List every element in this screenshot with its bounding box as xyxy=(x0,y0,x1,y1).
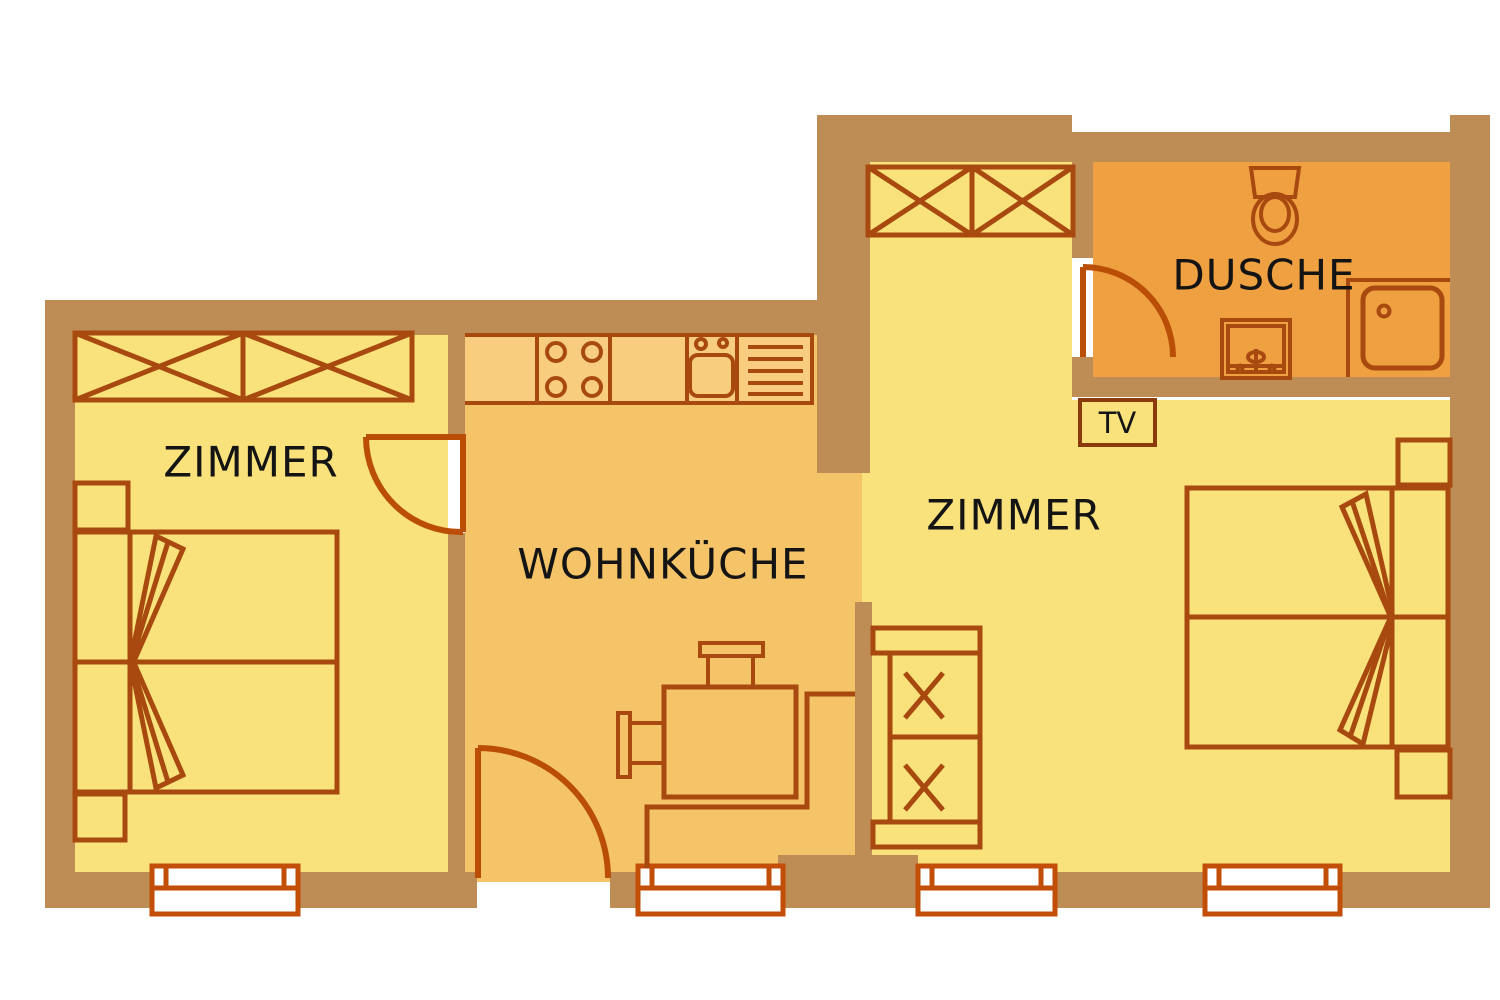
door-entrance xyxy=(475,745,611,879)
wall-divider-low xyxy=(855,602,872,872)
label-zimmer-right: ZIMMER xyxy=(926,490,1102,540)
nightstand xyxy=(1395,437,1453,488)
label-dusche: DUSCHE xyxy=(1172,250,1356,300)
floor-zimmer-left xyxy=(75,333,448,872)
stove xyxy=(545,341,603,398)
chair-left xyxy=(616,711,664,779)
wall-dusche-bottom xyxy=(1072,377,1450,397)
label-wohnkueche: WOHNKÜCHE xyxy=(517,539,809,589)
wall-right-outer xyxy=(1450,115,1490,908)
wall-left-outer xyxy=(45,300,75,908)
bed-right xyxy=(1184,485,1451,750)
window xyxy=(149,863,301,917)
window xyxy=(1202,863,1343,917)
window xyxy=(915,863,1058,917)
drainer xyxy=(748,345,803,396)
wall-top-left-section xyxy=(45,300,817,335)
door-dusche xyxy=(1080,264,1176,358)
shower-tray xyxy=(1220,318,1292,380)
door-zimmer-left xyxy=(363,434,466,536)
wall-zimmer-kitchen-lower xyxy=(448,533,465,872)
bed-left xyxy=(72,529,340,795)
wardrobe-corridor xyxy=(865,164,1076,238)
nightstand xyxy=(72,791,128,843)
kitchen-counter xyxy=(465,333,814,405)
sideboard xyxy=(870,625,983,850)
chair-top xyxy=(698,641,765,687)
toilet xyxy=(1248,166,1302,246)
wall-dusche-top xyxy=(1072,132,1450,162)
nightstand xyxy=(72,480,131,533)
washbasin-counter xyxy=(1346,278,1450,377)
dining-table xyxy=(661,684,799,800)
floor-zimmer-right xyxy=(862,400,1450,872)
wardrobe-left xyxy=(72,330,415,403)
wall-zimmer-kitchen-upper xyxy=(448,335,465,437)
tv-label: TV xyxy=(1098,405,1137,440)
corner-bench xyxy=(644,691,855,868)
tv-cabinet: TV xyxy=(1078,398,1157,447)
wall-top-upper-section xyxy=(817,115,1072,162)
washbasin xyxy=(1360,285,1445,371)
window xyxy=(635,863,786,917)
nightstand xyxy=(1394,747,1453,800)
label-zimmer-left: ZIMMER xyxy=(163,437,339,487)
wall-dusche-left-upper xyxy=(1072,162,1093,258)
wall-bottom-jog xyxy=(778,855,918,875)
wall-dusche-left-lower xyxy=(1072,357,1093,377)
wall-corridor-left xyxy=(817,115,870,473)
kitchen-sink xyxy=(688,337,735,398)
